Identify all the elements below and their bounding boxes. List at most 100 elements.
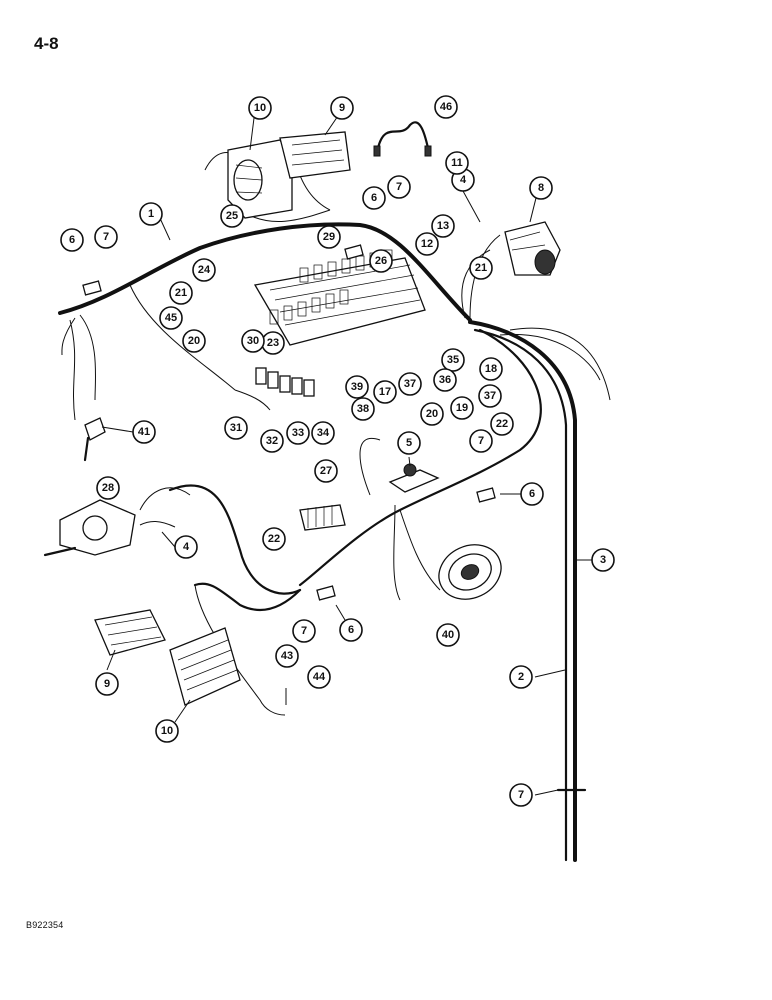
svg-text:12: 12 xyxy=(421,238,433,250)
svg-text:20: 20 xyxy=(426,408,438,420)
figure-id: B922354 xyxy=(26,920,64,930)
svg-text:20: 20 xyxy=(188,335,200,347)
lamp-9-upper xyxy=(279,131,351,179)
svg-text:38: 38 xyxy=(357,403,369,415)
callout-25: 25 xyxy=(220,204,244,228)
callout-9-lower: 9 xyxy=(95,672,119,696)
callout-7-e: 7 xyxy=(509,783,533,807)
svg-text:45: 45 xyxy=(165,312,177,324)
svg-text:21: 21 xyxy=(175,287,187,299)
callout-31: 31 xyxy=(224,416,248,440)
svg-text:28: 28 xyxy=(102,482,114,494)
callout-22-b: 22 xyxy=(262,527,286,551)
callout-44: 44 xyxy=(307,665,331,689)
callout-17: 17 xyxy=(373,380,397,404)
svg-text:9: 9 xyxy=(104,678,110,690)
callout-7-c: 7 xyxy=(469,429,493,453)
motor-8 xyxy=(504,221,561,276)
callout-37-b: 37 xyxy=(478,384,502,408)
svg-text:19: 19 xyxy=(456,402,468,414)
speaker-40 xyxy=(438,544,502,600)
svg-text:43: 43 xyxy=(281,650,293,662)
jumper-cable-46 xyxy=(373,121,432,157)
callout-3: 3 xyxy=(591,548,615,572)
svg-text:10: 10 xyxy=(161,725,173,737)
callout-12: 12 xyxy=(415,232,439,256)
svg-text:46: 46 xyxy=(440,101,452,113)
svg-text:26: 26 xyxy=(375,255,387,267)
switch-28 xyxy=(43,499,136,557)
callout-4-lower: 4 xyxy=(174,535,198,559)
svg-text:33: 33 xyxy=(292,427,304,439)
svg-text:40: 40 xyxy=(442,629,454,641)
svg-text:32: 32 xyxy=(266,435,278,447)
svg-text:2: 2 xyxy=(518,671,524,683)
callout-18: 18 xyxy=(479,357,503,381)
callout-22-a: 22 xyxy=(490,412,514,436)
svg-text:44: 44 xyxy=(313,671,326,683)
svg-text:6: 6 xyxy=(69,234,75,246)
harness-43 xyxy=(193,582,302,612)
callout-20-a: 20 xyxy=(182,329,206,353)
svg-text:23: 23 xyxy=(267,337,279,349)
callout-27: 27 xyxy=(314,459,338,483)
svg-text:36: 36 xyxy=(439,374,451,386)
svg-text:6: 6 xyxy=(348,624,354,636)
svg-text:7: 7 xyxy=(478,435,484,447)
callout-20-b: 20 xyxy=(420,402,444,426)
callout-7-b: 7 xyxy=(387,175,411,199)
svg-text:22: 22 xyxy=(268,533,280,545)
svg-text:6: 6 xyxy=(371,192,377,204)
svg-text:4: 4 xyxy=(460,174,467,186)
callout-24: 24 xyxy=(192,258,216,282)
svg-text:1: 1 xyxy=(148,208,154,220)
fuse-relay-panel xyxy=(253,249,426,346)
connectors-30-34 xyxy=(255,367,315,397)
callout-43: 43 xyxy=(275,644,299,668)
svg-text:37: 37 xyxy=(484,390,496,402)
lamp-9-lower xyxy=(94,609,166,656)
callout-7-d: 7 xyxy=(292,619,316,643)
callout-10-lower: 10 xyxy=(155,719,179,743)
svg-text:17: 17 xyxy=(379,386,391,398)
svg-text:7: 7 xyxy=(103,231,109,243)
dome-lamp-5 xyxy=(388,463,440,493)
harness-22-left xyxy=(168,484,302,595)
svg-text:29: 29 xyxy=(323,231,335,243)
callout-6-c: 6 xyxy=(520,482,544,506)
callout-6-b: 6 xyxy=(362,186,386,210)
svg-text:31: 31 xyxy=(230,422,242,434)
work-lamp-10-upper xyxy=(227,139,293,219)
callout-2: 2 xyxy=(509,665,533,689)
page-number: 4-8 xyxy=(34,34,59,53)
callout-26: 26 xyxy=(369,249,393,273)
work-lamp-10-lower xyxy=(169,627,241,706)
callout-38: 38 xyxy=(351,397,375,421)
svg-text:22: 22 xyxy=(496,418,508,430)
callout-6-d: 6 xyxy=(339,618,363,642)
callout-34: 34 xyxy=(311,421,335,445)
callout-9-upper: 9 xyxy=(330,96,354,120)
callout-39: 39 xyxy=(345,375,369,399)
callout-13: 13 xyxy=(431,214,455,238)
callout-19: 19 xyxy=(450,396,474,420)
svg-text:7: 7 xyxy=(518,789,524,801)
svg-text:9: 9 xyxy=(339,102,345,114)
svg-text:34: 34 xyxy=(317,427,330,439)
svg-text:37: 37 xyxy=(404,378,416,390)
callout-28: 28 xyxy=(96,476,120,500)
callout-30: 30 xyxy=(241,329,265,353)
callout-5: 5 xyxy=(397,431,421,455)
callout-23: 23 xyxy=(261,331,285,355)
svg-text:41: 41 xyxy=(138,426,150,438)
callout-29: 29 xyxy=(317,225,341,249)
svg-text:11: 11 xyxy=(451,157,463,169)
callout-36: 36 xyxy=(433,368,457,392)
callout-46: 46 xyxy=(434,95,458,119)
svg-text:4: 4 xyxy=(183,541,190,553)
callout-32: 32 xyxy=(260,429,284,453)
callout-35: 35 xyxy=(441,348,465,372)
svg-text:35: 35 xyxy=(447,354,459,366)
harness-2-3 xyxy=(468,320,577,862)
clamps xyxy=(82,244,587,792)
